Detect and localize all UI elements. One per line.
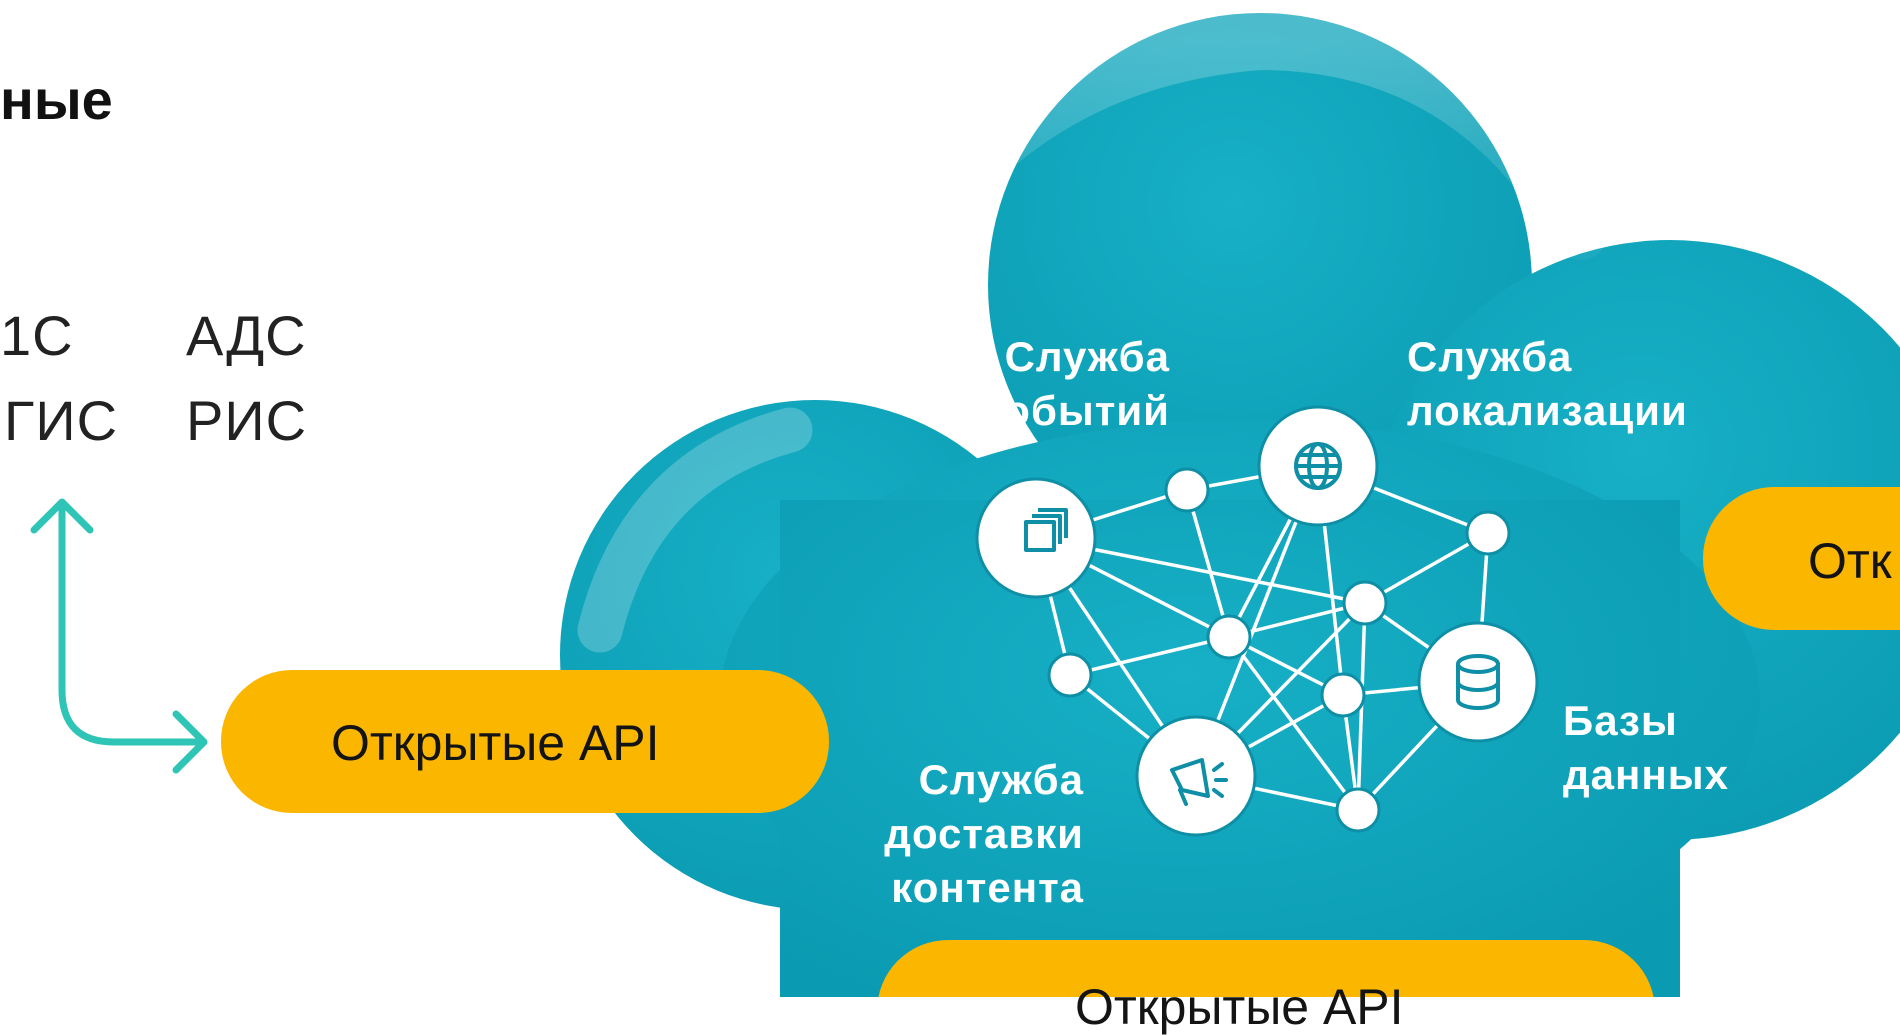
label-events-line1: Служба [1004,333,1170,380]
label-events: Служба событий [870,330,1170,438]
label-content-delivery: Служба доставки контента [780,753,1084,915]
layers-icon [1024,508,1068,552]
label-content-delivery-line3: контента [891,864,1084,911]
globe-icon [1294,442,1342,490]
network-nodes [1047,467,1511,833]
label-content-delivery-line1: Служба [918,756,1084,803]
label-databases-line2: данных [1563,751,1729,798]
database-icon [1456,654,1500,710]
diagram-canvas [30,9,1900,997]
open-api-pill-left [221,670,829,813]
open-api-pill-bottom [878,940,1654,997]
label-events-line2: событий [979,387,1170,434]
node-events [975,477,1097,599]
label-localization: Служба локализации [1407,330,1688,438]
system-1c: 1С [0,304,74,367]
open-api-label-right: Отк [1808,533,1892,589]
system-gis: ГИС [4,389,119,452]
label-content-delivery-line2: доставки [884,810,1084,857]
label-databases: Базы данных [1563,694,1729,802]
system-ris: РИС [186,389,308,452]
arrow-connector [30,498,208,774]
label-databases-line1: Базы [1563,697,1678,744]
node-databases [1417,621,1539,743]
system-ads: АДС [186,304,307,367]
cloud-shape [560,9,1900,997]
node-content-delivery [1135,715,1257,837]
open-api-label-bottom: Открытые API [1075,979,1404,1035]
open-api-label-left: Открытые API [331,715,660,771]
label-localization-line2: локализации [1407,387,1688,434]
heading-fragment: ные [0,68,113,131]
label-localization-line1: Служба [1407,333,1573,380]
open-api-pill-right [1703,487,1900,630]
megaphone-icon [1170,758,1228,806]
node-localization [1257,405,1379,527]
